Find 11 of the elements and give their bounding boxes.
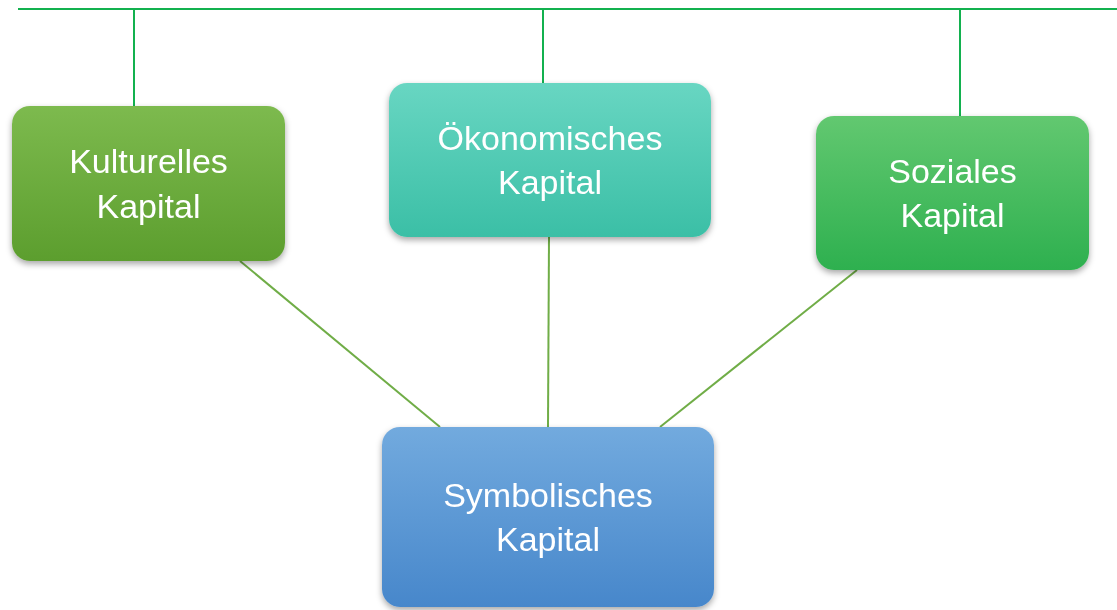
connector-line [239,260,441,428]
connector-line [542,9,544,84]
rounded-box: Symbolisches Kapital [382,427,714,607]
connector-line [547,236,550,428]
rounded-box: Kulturelles Kapital [12,106,285,261]
rounded-box: Soziales Kapital [816,116,1089,270]
rounded-box: Ökonomisches Kapital [389,83,711,237]
horizontal-line [18,8,1117,10]
connector-line [659,269,858,428]
connector-line [959,9,961,117]
connector-line [133,9,135,107]
